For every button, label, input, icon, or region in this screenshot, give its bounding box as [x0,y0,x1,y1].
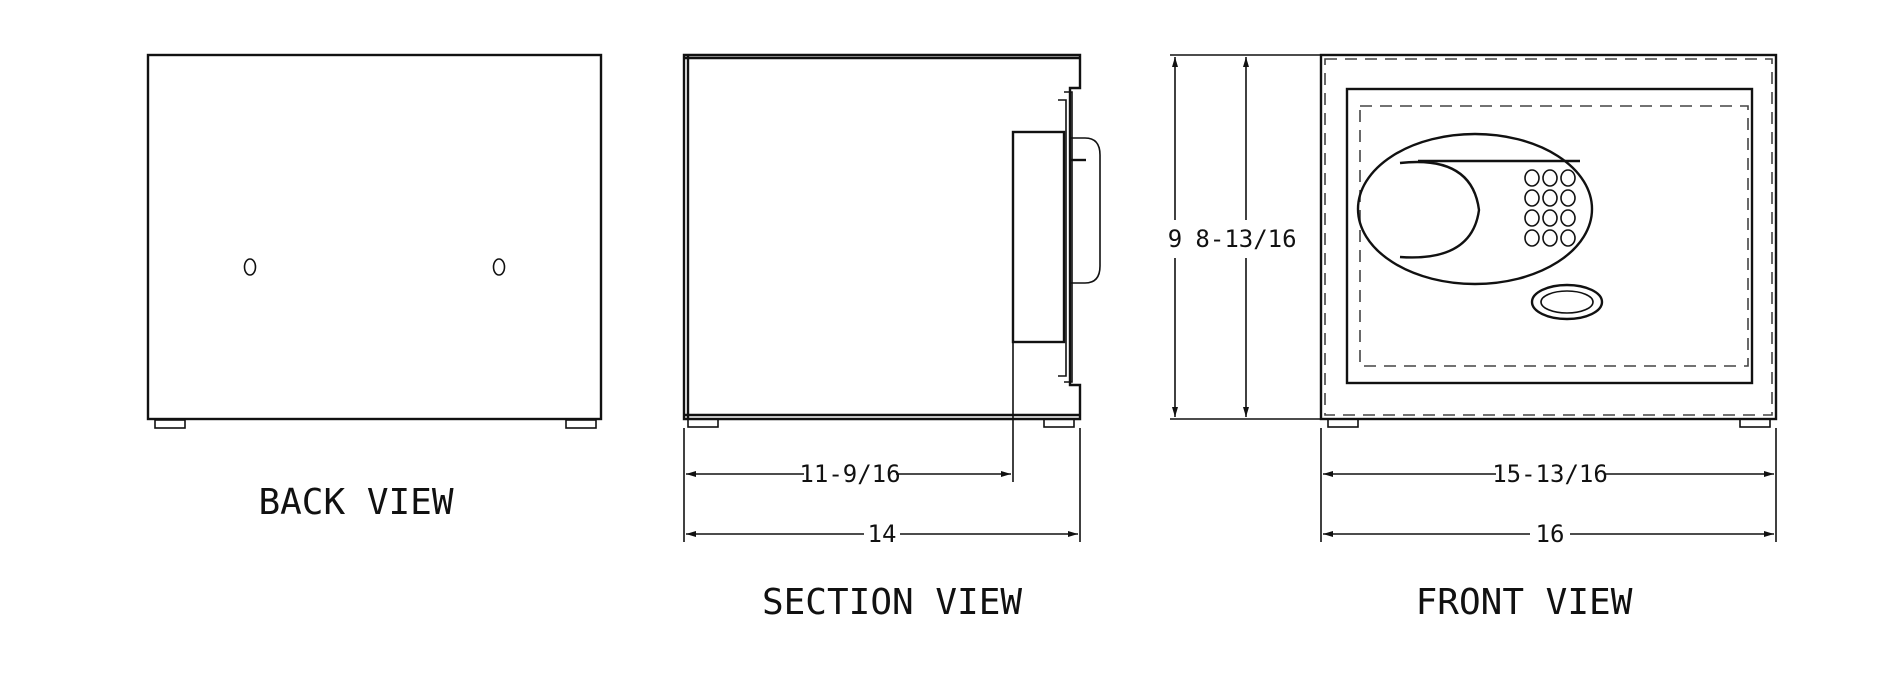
keypad-key [1560,169,1576,187]
section-left-foot [687,418,719,428]
section-door-profile [1058,91,1073,383]
keypad-key [1524,229,1540,247]
back-view-title: BACK VIEW [258,482,453,523]
door-handle-knob-inner [1540,290,1594,314]
front-view: 9 8-13/16 15-13/16 16 FRONT VIEW [1168,53,1778,623]
door-handle-knob-outer [1530,283,1604,321]
dim-door-height-label: 8-13/16 [1195,225,1296,253]
back-left-foot [154,419,186,429]
back-view: BACK VIEW [146,53,603,523]
front-right-foot [1739,418,1771,428]
back-right-hole [492,258,506,276]
front-view-title: FRONT VIEW [1416,582,1633,623]
section-handle [1070,137,1101,284]
keypad-key [1524,189,1540,207]
front-door [1345,87,1754,385]
dim-overall-width-label: 16 [1536,520,1565,548]
back-right-foot [565,419,597,429]
back-panel [146,53,603,421]
keypad-key [1560,209,1576,227]
section-view-title: SECTION VIEW [762,582,1022,623]
front-left-foot [1327,418,1359,428]
section-right-foot [1043,418,1075,428]
keypad-display-window [1399,160,1481,259]
keypad-key [1542,229,1558,247]
dim-overall-height-label: 9 [1168,225,1182,253]
keypad-key [1524,169,1540,187]
keypad-panel [1356,132,1594,286]
section-lock-housing [1011,130,1066,344]
dim-inner-depth-label: 11-9/16 [799,460,900,488]
front-outer-body [1319,53,1778,421]
back-left-hole [243,258,257,276]
keypad-buttons [1524,169,1576,247]
section-view: 11-9/16 14 SECTION VIEW [682,53,1101,623]
dim-door-width-label: 15-13/16 [1492,460,1608,488]
keypad-key [1542,209,1558,227]
keypad-key [1560,189,1576,207]
keypad-key [1542,169,1558,187]
keypad-key [1524,209,1540,227]
keypad-key [1560,229,1576,247]
section-body [682,53,1082,421]
dim-overall-depth-label: 14 [868,520,897,548]
keypad-key [1542,189,1558,207]
front-body-dashed-outline [1324,58,1773,416]
front-door-dashed-inner [1359,105,1749,367]
